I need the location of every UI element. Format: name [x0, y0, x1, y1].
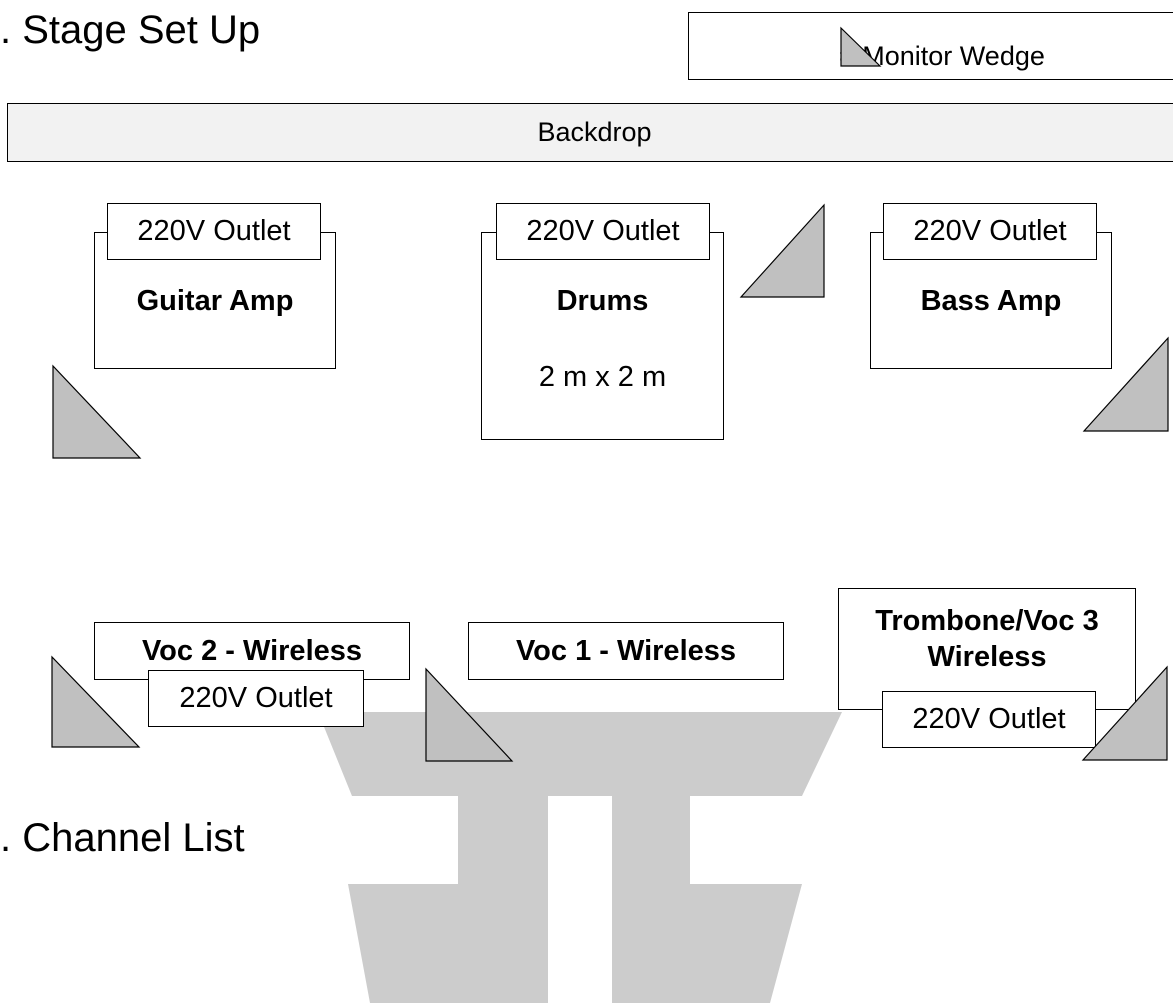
bass-amp-label: Bass Amp: [920, 285, 1062, 317]
drums-riser: Drums 2 m x 2 m: [481, 232, 724, 440]
outlet-guitar: 220V Outlet: [107, 203, 321, 260]
legend-box: = Monitor Wedge: [688, 12, 1173, 80]
legend-text: = Monitor Wedge: [839, 41, 1045, 71]
guitar-amp-label: Guitar Amp: [136, 285, 294, 317]
watermark-logo-shape: [318, 712, 842, 1003]
voc1-position: Voc 1 - Wireless: [468, 622, 784, 680]
trombone-label-line1: Trombone/Voc 3: [875, 605, 1099, 637]
outlet-drums: 220V Outlet: [496, 203, 710, 260]
section-heading-channel-list: . Channel List: [0, 816, 245, 860]
section-heading-stage-setup: . Stage Set Up: [0, 8, 261, 52]
outlet-trombone: 220V Outlet: [882, 691, 1096, 748]
drums-size-label: 2 m x 2 m: [538, 361, 667, 393]
outlet-voc2: 220V Outlet: [148, 670, 364, 727]
outlet-bass: 220V Outlet: [883, 203, 1097, 260]
trombone-label-line2: Wireless: [927, 641, 1047, 673]
drums-label: Drums: [556, 285, 649, 317]
backdrop: Backdrop: [7, 103, 1173, 162]
